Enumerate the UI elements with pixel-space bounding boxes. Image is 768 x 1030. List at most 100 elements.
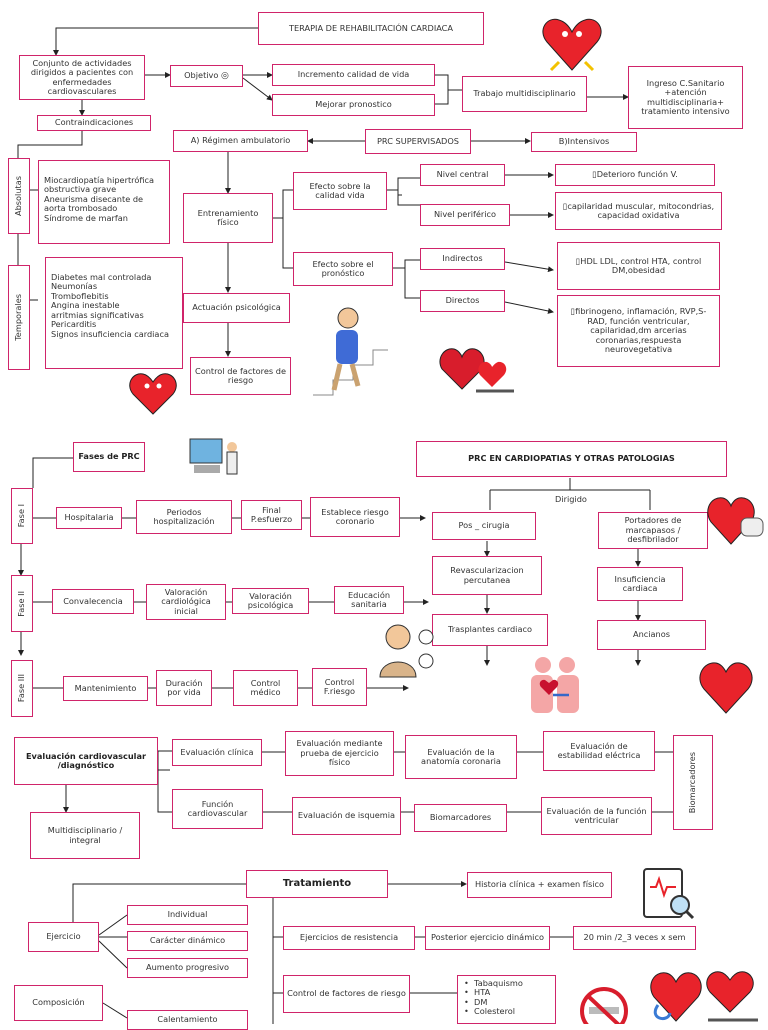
ejercicio-box: Ejercicio [28, 922, 99, 952]
caracter-box: Carácter dinámico [127, 931, 248, 951]
absolutas-list: Miocardiopatía hipertrófica obstructiva … [38, 160, 170, 244]
heart-transplant-icon [531, 657, 579, 713]
heart-running-icon [542, 18, 602, 72]
temporales-label: Temporales [13, 294, 24, 341]
fase1-box: Fase I [11, 488, 33, 544]
multidisciplinario-box: Multidisciplinario / integral [30, 812, 140, 859]
pacemaker-heart-icon [707, 497, 764, 545]
mantenimiento-box: Mantenimiento [63, 676, 148, 701]
down-arrow-icon: ▯ [570, 306, 576, 317]
evaluacion-clinica-box: Evaluación clínica [172, 739, 262, 766]
list-item: Signos insuficiencia cardiaca [51, 328, 169, 339]
ancianos-box: Ancianos [597, 620, 706, 650]
up-arrow-icon: ▯ [575, 255, 581, 266]
biomarcadores-box: Biomarcadores [414, 804, 507, 832]
absolutas-box: Absolutas [8, 158, 30, 234]
list-item: • DM [464, 996, 488, 1007]
aumento-box: Aumento progresivo [127, 958, 248, 978]
no-smoking-icon [580, 987, 628, 1024]
elderly-stairs-icon [313, 307, 388, 396]
evaluacion-prueba-box: Evaluación mediante prueba de ejercicio … [285, 731, 394, 776]
doctor-patient-icon [189, 438, 238, 475]
list-item: Aneurisma disecante de aorta trombosado [44, 193, 144, 214]
deterioro-box: ▯Deterioro función V. [555, 164, 715, 186]
calentamiento-box: Calentamiento [127, 1010, 248, 1030]
efecto-calidad-box: Efecto sobre la calidad vida [293, 172, 387, 210]
target-icon: ◎ [221, 70, 229, 81]
intensivos-box: B)Intensivos [531, 132, 637, 152]
list-item: • HTA [464, 987, 491, 998]
fr-list: • Tabaquismo • HTA • DM • Colesterol [457, 975, 556, 1024]
historia-clinica-box: Historia clínica + examen físico [467, 872, 612, 898]
definition-box: Conjunto de actividades dirigidos a paci… [19, 55, 145, 100]
heart-treadmill-icon [706, 971, 758, 1022]
objetivo-label: Objetivo [184, 70, 219, 81]
list-item: arritmias significativas [51, 309, 144, 320]
list-item: Tromboflebitis [51, 290, 109, 301]
control-friesgo-box: Control F.riesgo [312, 668, 367, 706]
mejorar-box: Mejorar pronostico [272, 94, 435, 116]
funcion-cardiovascular-box: Función cardiovascular [172, 789, 263, 829]
individual-box: Individual [127, 905, 248, 925]
duracion-box: Duración por vida [156, 670, 212, 706]
list-item: Diabetes mal controlada [51, 272, 152, 282]
prc-supervisados-box: PRC SUPERVISADOS [365, 129, 471, 154]
evaluacion-cardiovascular-box: Evaluación cardiovascular /diagnóstico [14, 737, 158, 785]
incremento-box: Incremento calidad de vida [272, 64, 435, 86]
insuficiencia-box: Insuficiencia cardiaca [597, 567, 683, 601]
capilaridad-box: ▯capilaridad muscular, mitocondrias, cap… [555, 192, 722, 230]
heart-dumbbell-icon [699, 662, 753, 714]
establece-box: Establece riesgo coronario [310, 497, 400, 537]
fase2-box: Fase II [11, 575, 33, 632]
control-medico-box: Control médico [233, 670, 298, 706]
down-arrow-icon: ▯ [592, 169, 597, 180]
fibrinogeno-box: ▯fibrinogeno, inflamación, RVP,S-RAD, fu… [557, 295, 720, 367]
hdl-box: ▯HDL LDL, control HTA, control DM,obesid… [557, 242, 720, 290]
objetivo-box: Objetivo ◎ [170, 65, 243, 87]
list-item: • Colesterol [464, 1006, 516, 1017]
temporales-box: Temporales [8, 265, 30, 370]
directos-box: Directos [420, 290, 505, 312]
list-item: Síndrome de marfan [44, 212, 128, 223]
list-item: Miocardiopatía hipertrófica obstructiva … [44, 175, 155, 195]
composicion-box: Composición [14, 985, 103, 1021]
entrenamiento-box: Entrenamiento físico [183, 193, 273, 243]
pos-cirugia-box: Pos _ cirugia [432, 512, 536, 540]
list-item: Neumonías [51, 281, 98, 292]
title-terapia: TERAPIA DE REHABILITACIÓN CARDIACA [258, 12, 484, 45]
prc-cardiopatias-box: PRC EN CARDIOPATIAS Y OTRAS PATOLOGIAS [416, 441, 727, 477]
evaluacion-anatomia-box: Evaluación de la anatomía coronaria [405, 735, 517, 779]
ingreso-box: Ingreso C.Sanitario +atención multidisci… [628, 66, 743, 129]
nivel-periferico-box: Nivel periférico [420, 204, 510, 226]
periodos-box: Periodos hospitalización [136, 500, 232, 534]
medical-report-icon [643, 868, 695, 920]
dirigido-label: Dirigido [555, 494, 587, 504]
heart-stethoscope-icon [439, 348, 514, 393]
patient-checklist-icon [379, 624, 434, 678]
nivel-central-box: Nivel central [420, 164, 505, 186]
tratamiento-box: Tratamiento [246, 870, 388, 898]
posterior-box: Posterior ejercicio dinámico [425, 926, 550, 950]
regimen-box: A) Régimen ambulatorio [173, 130, 308, 152]
temporales-list: Diabetes mal controlada Neumonías Trombo… [45, 257, 183, 369]
resistencia-box: Ejercicios de resistencia [283, 926, 415, 950]
sick-heart-icon [129, 373, 177, 415]
convalecencia-box: Convalecencia [52, 589, 134, 614]
revascularizacion-box: Revascularizacion percutanea [432, 556, 542, 595]
fase3-box: Fase III [11, 660, 33, 717]
up-arrow-icon: ▯ [562, 200, 568, 211]
evaluacion-ventricular-box: Evaluación de la función ventricular [541, 797, 652, 835]
actuacion-box: Actuación psicológica [183, 293, 290, 323]
control-factores-box: Control de factores de riesgo [190, 357, 291, 395]
fases-box: Fases de PRC [73, 442, 145, 472]
hospitalaria-box: Hospitalaria [56, 507, 122, 529]
evaluacion-isquemia-box: Evaluación de isquemia [292, 797, 401, 835]
list-item: Angina inestable [51, 300, 120, 311]
evaluacion-estabilidad-box: Evaluación de estabilidad eléctrica [543, 731, 655, 771]
biomarcadores-vertical-box: Biomarcadores [673, 735, 713, 830]
portadores-box: Portadores de marcapasos / desfibrilador [598, 512, 708, 549]
min-box: 20 min /2_3 veces x sem [573, 926, 696, 950]
indirectos-box: Indirectos [420, 248, 505, 270]
absolutas-label: Absolutas [13, 175, 24, 217]
